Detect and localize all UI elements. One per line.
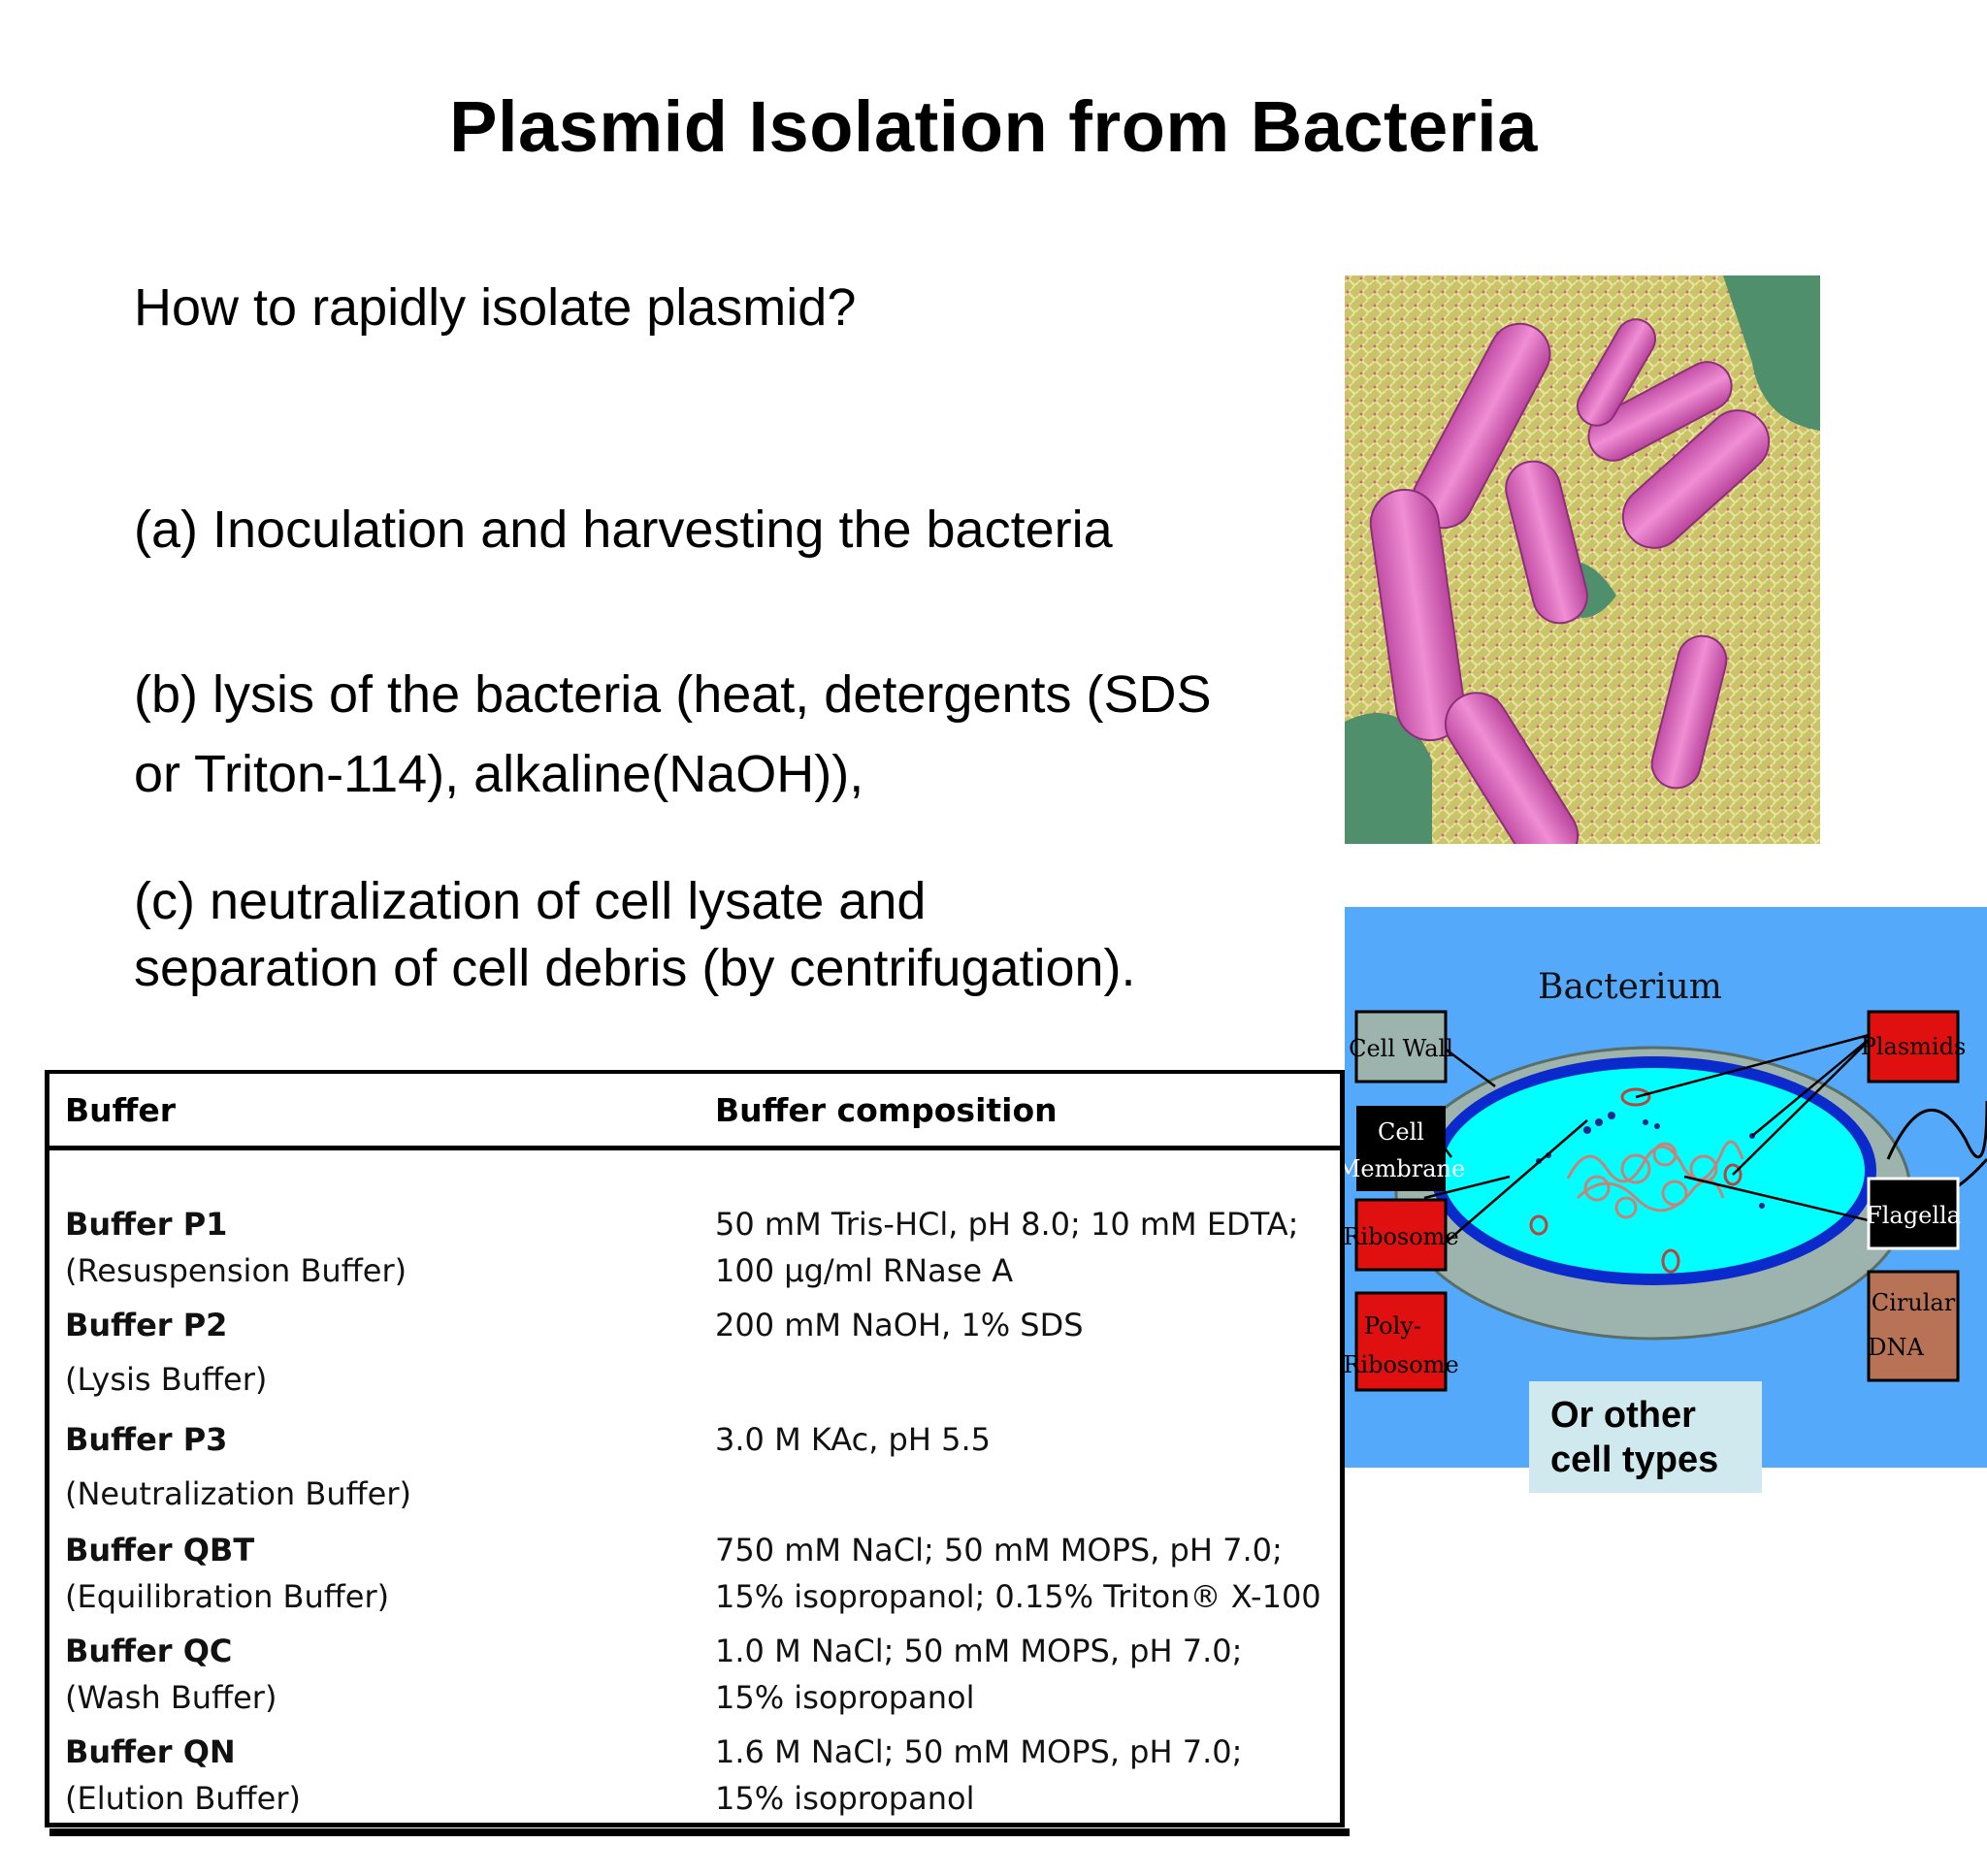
buffer-subtitle: (Wash Buffer) [65,1679,277,1716]
table-header: Buffer Buffer composition [49,1074,1340,1150]
label-cell-membrane-2: Membrane [1345,1155,1465,1182]
label-plasmids: Plasmids [1861,1033,1967,1060]
buffer-name: Buffer P3 [65,1421,228,1458]
buffer-composition-2: 15% isopropanol; 0.15% Triton® X-100 [715,1578,1321,1615]
label-polyribosome-1: Poly- [1364,1312,1421,1340]
slide-title: Plasmid Isolation from Bacteria [449,86,1538,167]
header-buffer: Buffer [65,1091,177,1129]
step-b-text: (b) lysis of the bacteria (heat, deterge… [134,665,1212,803]
step-a-text: (a) Inoculation and harvesting the bacte… [134,501,1113,559]
step-c-text: (c) neutralization of cell lysate and se… [134,872,1136,997]
buffer-composition-2: 100 µg/ml RNase A [715,1252,1014,1289]
label-circular-dna-1: Cirular [1872,1289,1956,1316]
buffer-composition: 3.0 M KAc, pH 5.5 [715,1421,991,1458]
label-cell-membrane-1: Cell [1378,1118,1424,1146]
buffer-subtitle: (Equilibration Buffer) [65,1578,390,1615]
bacteria-micrograph-image [1345,275,1820,844]
buffer-composition: 1.0 M NaCl; 50 mM MOPS, pH 7.0; [715,1633,1243,1669]
buffer-name: Buffer QN [65,1733,236,1770]
question-text: How to rapidly isolate plasmid? [134,278,857,337]
label-ribosome: Ribosome [1345,1223,1459,1250]
buffer-composition-2: 15% isopropanol [715,1679,975,1716]
buffer-composition-2: 15% isopropanol [715,1780,975,1817]
diagram-title: Bacterium [1538,967,1722,1007]
other-cell-types-callout: Or other cell types [1529,1381,1762,1493]
buffer-composition: 1.6 M NaCl; 50 mM MOPS, pH 7.0; [715,1733,1243,1770]
table-shadow [49,1828,1350,1836]
buffer-subtitle: (Resuspension Buffer) [65,1252,407,1289]
label-polyribosome-2: Ribosome [1345,1351,1459,1378]
bacterium-diagram: Bacterium Cell Wall Cell [1345,907,1987,1468]
buffer-name: Buffer QC [65,1633,233,1669]
label-circular-dna-2: DNA [1868,1334,1924,1361]
buffer-composition: 50 mM Tris-HCl, pH 8.0; 10 mM EDTA; [715,1206,1299,1243]
label-cell-wall: Cell Wall [1349,1035,1453,1062]
buffer-subtitle: (Elution Buffer) [65,1780,301,1817]
header-composition: Buffer composition [715,1091,1058,1129]
buffer-composition: 750 mM NaCl; 50 mM MOPS, pH 7.0; [715,1532,1283,1569]
buffer-name: Buffer P1 [65,1206,228,1243]
buffer-table: Buffer Buffer composition Buffer P1 (Res… [45,1070,1350,1836]
buffer-name: Buffer QBT [65,1532,255,1569]
buffer-subtitle: (Lysis Buffer) [65,1361,268,1398]
buffer-name: Buffer P2 [65,1307,228,1343]
buffer-subtitle: (Neutralization Buffer) [65,1475,411,1512]
buffer-composition: 200 mM NaOH, 1% SDS [715,1307,1084,1343]
label-flagella: Flagella [1866,1202,1961,1229]
